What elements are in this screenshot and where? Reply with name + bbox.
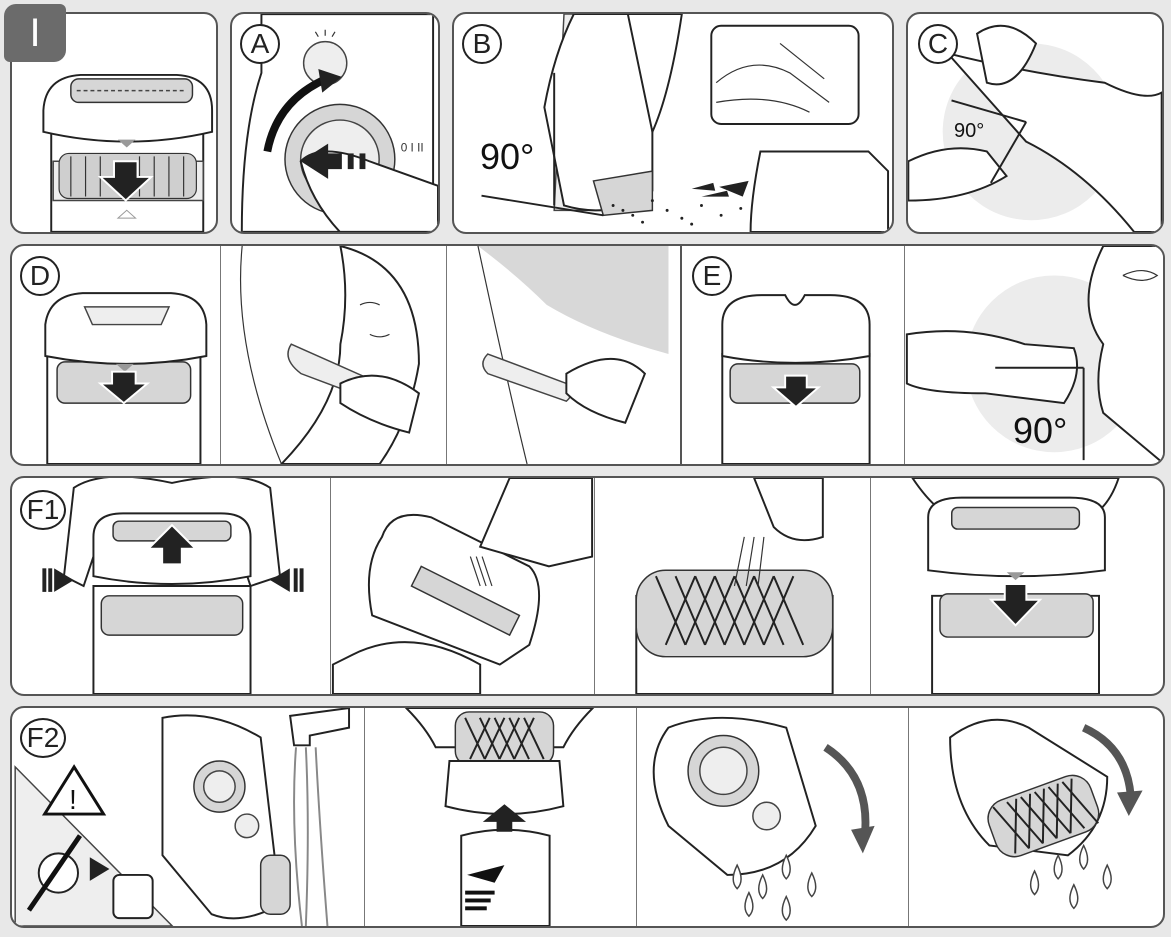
arrow-down-icon [988,583,1043,627]
panel-label-C: C [918,24,958,64]
panel-B: B 90° [452,12,894,234]
panel-F2-shake-head [908,708,1163,926]
arrow-down-icon [97,370,151,405]
section-tab: I [4,4,66,62]
panel-E-cap: E [680,246,904,464]
row-F2: F2 ! [10,706,1165,928]
angle-label-C: 90° [954,120,985,142]
arrow-left-icon [300,143,342,179]
panel-A: A 0 I II [230,12,440,234]
row-D-E: D E [10,244,1165,466]
arrow-up-icon [482,804,527,832]
epilator-cap-on-illustration [42,73,214,232]
arrow-right-icon [54,568,74,592]
arrow-up-icon [146,523,198,566]
svg-text:0 I II: 0 I II [401,141,424,154]
panel-C: C 90° [906,12,1164,234]
panel-label-E: E [692,256,732,296]
bikini-epilation-illustration [477,246,669,464]
no-plug-icon [26,834,154,920]
panel-F1-brush-rollers [594,478,870,694]
arrow-down-icon [97,160,154,202]
rotate-arrow-icon [1081,724,1135,797]
panel-step-1 [10,12,218,234]
panel-E-lip: 90° [904,246,1163,464]
arrow-down-icon [770,374,822,409]
remove-cap-illustration [42,478,304,694]
angle-label-E: 90° [1013,410,1068,451]
warning-triangle-icon [41,764,107,816]
panel-label-B: B [462,24,502,64]
water-drop-icon [732,853,817,922]
shake-body-illustration [652,716,875,922]
panel-F1-brush-cap [330,478,594,694]
rotate-arrow-icon [263,75,328,153]
epilation-direction-illustration [481,14,890,232]
facial-cap-illustration [721,294,871,464]
sensitive-cap-illustration [44,292,208,464]
brush-rollers-illustration [635,478,834,694]
remove-head-illustration [404,708,595,926]
panel-label-D: D [20,256,60,296]
face-epilation-illustration [239,246,421,464]
arrow-right-icon [691,180,749,197]
panel-D-face [220,246,446,464]
rinse-under-water-illustration: ! [14,708,351,926]
panel-label-A: A [240,24,280,64]
row-F1: F1 [10,476,1165,696]
arrow-left-icon [270,568,290,592]
upper-lip-angle-illustration [905,246,1163,464]
panel-F2-remove-head [364,708,636,926]
panel-label-F2: F2 [20,718,66,758]
panel-F2-rinse: F2 ! [12,708,364,926]
panel-F1-remove: F1 [12,478,330,694]
panel-D-bikini [446,246,670,464]
faucet-icon [289,708,351,747]
shake-head-illustration [949,718,1143,910]
brush-cap-illustration [331,478,594,694]
rotate-arrow-icon [823,743,870,837]
switch-on-illustration: 0 I II [240,14,438,232]
angle-label-B: 90° [480,136,535,177]
panel-F2-shake-body [636,708,908,926]
armpit-angle-illustration [908,24,1162,232]
panel-D-cap: D [12,246,220,464]
panel-label-F1: F1 [20,490,66,530]
panel-F1-replace [870,478,1163,694]
replace-cap-illustration [911,478,1120,694]
svg-text:!: ! [69,784,77,815]
